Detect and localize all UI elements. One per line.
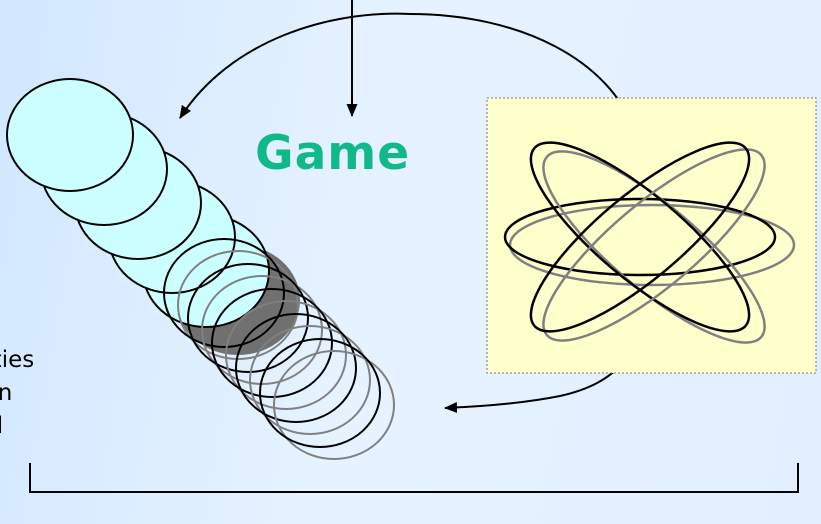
- filled-circle-stack: [6, 78, 300, 355]
- orbit-ellipse-black: [529, 141, 751, 333]
- outline-circle-black: [259, 338, 381, 448]
- orbit-ellipse-grey: [542, 148, 766, 342]
- orbit-panel: [486, 97, 817, 374]
- orbit-ellipse-black: [503, 197, 777, 277]
- outline-circle-grey: [225, 300, 347, 410]
- outline-circle-black: [235, 313, 357, 423]
- orbit-ellipse-black: [529, 141, 751, 333]
- outline-circle-grey: [177, 250, 299, 360]
- side-label: uaties van eld: [0, 344, 34, 443]
- orbit-ellipses: [503, 141, 796, 344]
- top-curved-arrow: [179, 12, 411, 119]
- game-label: Game: [255, 126, 411, 181]
- outline-circle-stack: [163, 238, 395, 460]
- outline-circle-grey: [249, 325, 371, 435]
- side-label-line-2: van: [0, 380, 13, 406]
- outline-circle-black: [163, 238, 285, 348]
- orbit-ellipse-grey: [508, 203, 796, 287]
- outline-circle-grey: [273, 350, 395, 460]
- side-label-line-3: eld: [0, 410, 34, 443]
- outline-circle-black: [187, 263, 309, 373]
- bottom-bracket: [29, 463, 799, 493]
- outline-circle-grey: [201, 275, 323, 385]
- side-label-line-1: uaties: [0, 347, 35, 373]
- filled-circle: [6, 78, 134, 192]
- bottom-curved-arrow-left: [444, 395, 561, 414]
- outline-circle-black: [211, 288, 333, 398]
